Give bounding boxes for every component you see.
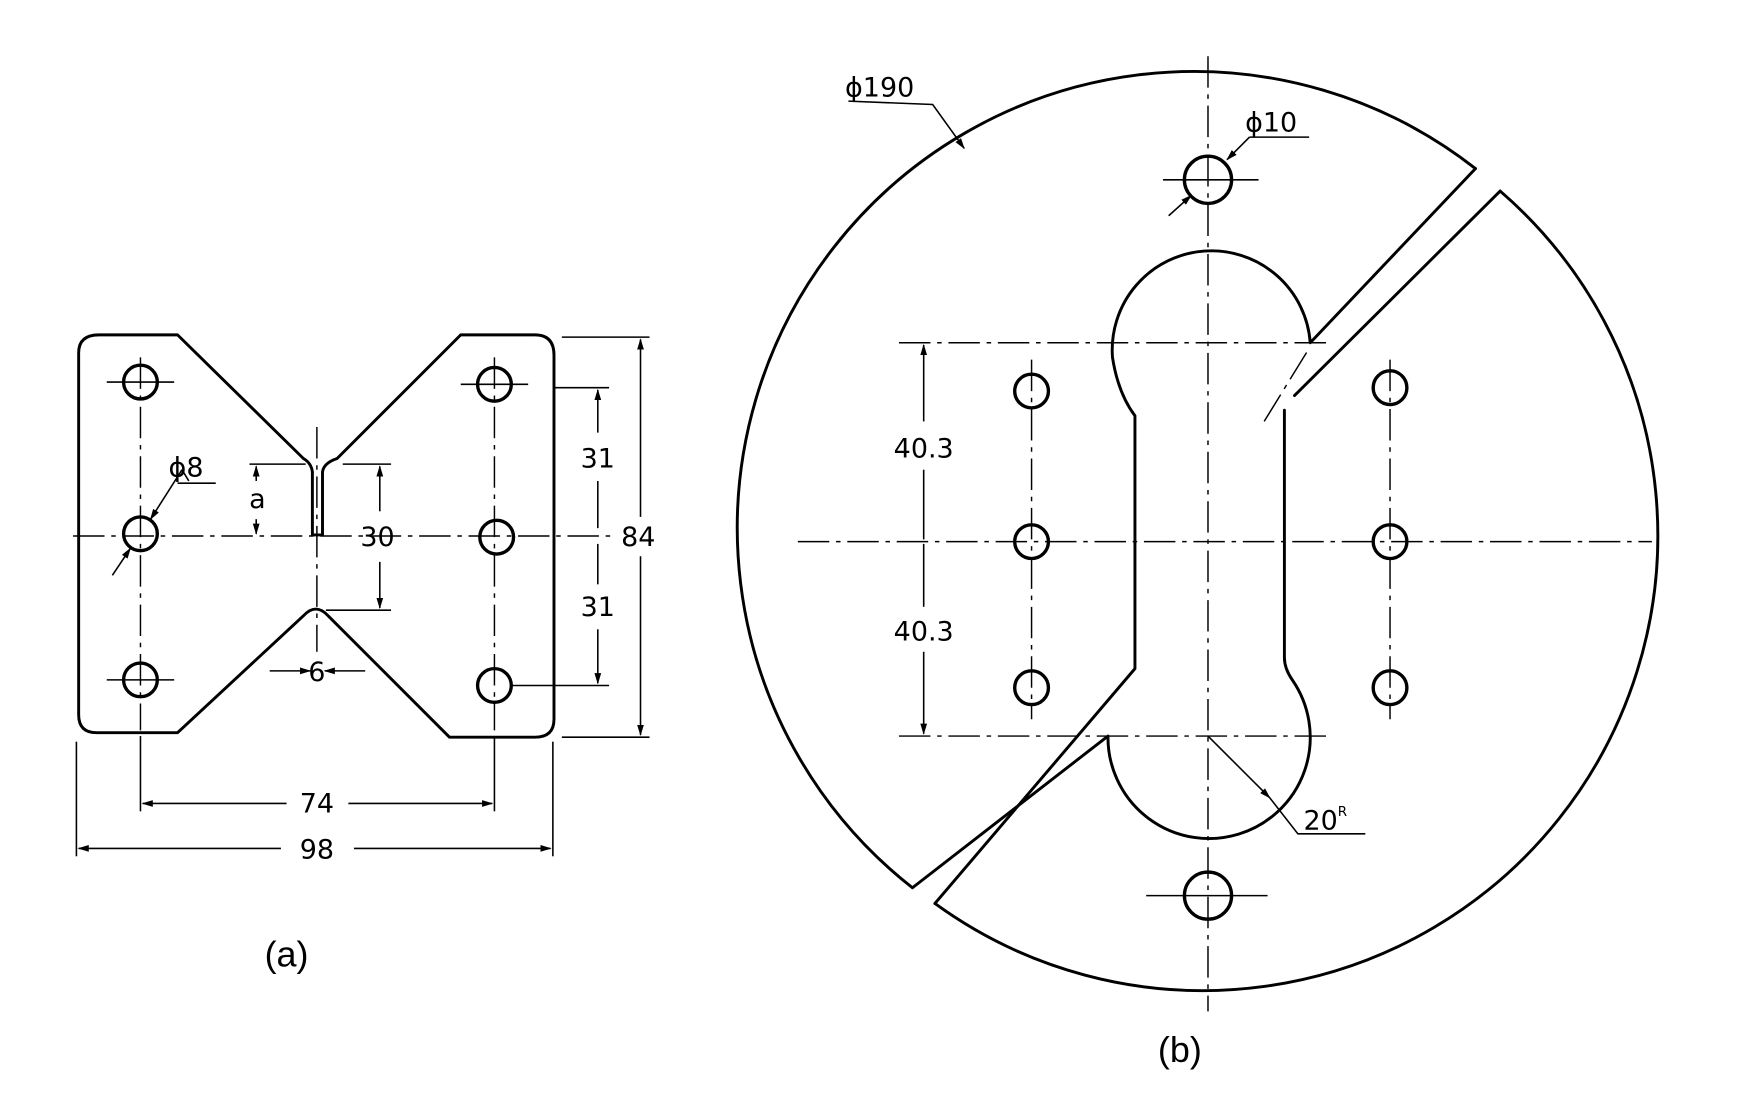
dumbbell-slot xyxy=(933,167,1477,905)
dim-phi190: ϕ190 xyxy=(845,73,914,104)
slot-right-edge xyxy=(1293,189,1502,398)
hole xyxy=(1371,669,1409,707)
dim-84: 84 xyxy=(621,522,655,553)
caption-a: (a) xyxy=(265,933,309,974)
dumbbell-lower xyxy=(910,408,1312,890)
dim-phi10: ϕ10 xyxy=(1245,107,1297,138)
hole xyxy=(1371,523,1409,561)
hole xyxy=(1371,369,1409,407)
hole xyxy=(121,661,160,699)
dim-phi8: ϕ8 xyxy=(169,452,204,483)
dim-40-3-bottom: 40.3 xyxy=(894,617,954,648)
caption-b: (b) xyxy=(1158,1029,1202,1070)
dim-20r-suffix: R xyxy=(1338,804,1347,820)
dim-74: 74 xyxy=(300,788,334,819)
hole xyxy=(478,518,516,556)
holes-b xyxy=(1013,154,1409,921)
hole xyxy=(475,365,513,403)
dimensions-b: 40.3 40.3 ϕ190 ϕ10 20R xyxy=(845,73,1366,836)
dim-30: 30 xyxy=(360,522,394,553)
disc-outline-right xyxy=(933,189,1660,993)
dimensions-a: 74 98 84 31 31 3 xyxy=(75,336,655,866)
hole xyxy=(1182,870,1234,921)
dim-31-bottom: 31 xyxy=(581,592,615,623)
dim-98: 98 xyxy=(300,835,334,866)
dim-20r-value: 20 xyxy=(1304,805,1338,836)
dim-31-top: 31 xyxy=(581,443,615,474)
disc-outline-left xyxy=(735,70,1477,890)
dim-20r: 20R xyxy=(1304,804,1348,836)
hole xyxy=(1182,154,1234,206)
hole xyxy=(1013,669,1051,707)
hole xyxy=(121,515,160,553)
figure-a-plate: 74 98 84 31 31 3 xyxy=(73,333,655,974)
hole xyxy=(1013,372,1051,410)
dim-a: a xyxy=(249,484,266,515)
hole xyxy=(121,363,160,401)
dim-40-3-top: 40.3 xyxy=(894,433,954,464)
centerlines-b xyxy=(797,56,1652,1012)
holes-a xyxy=(121,363,516,705)
hole xyxy=(1013,523,1051,561)
dim-6: 6 xyxy=(308,657,325,688)
plate-outline xyxy=(77,333,556,739)
figure-b-disc: 40.3 40.3 ϕ190 ϕ10 20R (b) xyxy=(735,56,1660,1070)
